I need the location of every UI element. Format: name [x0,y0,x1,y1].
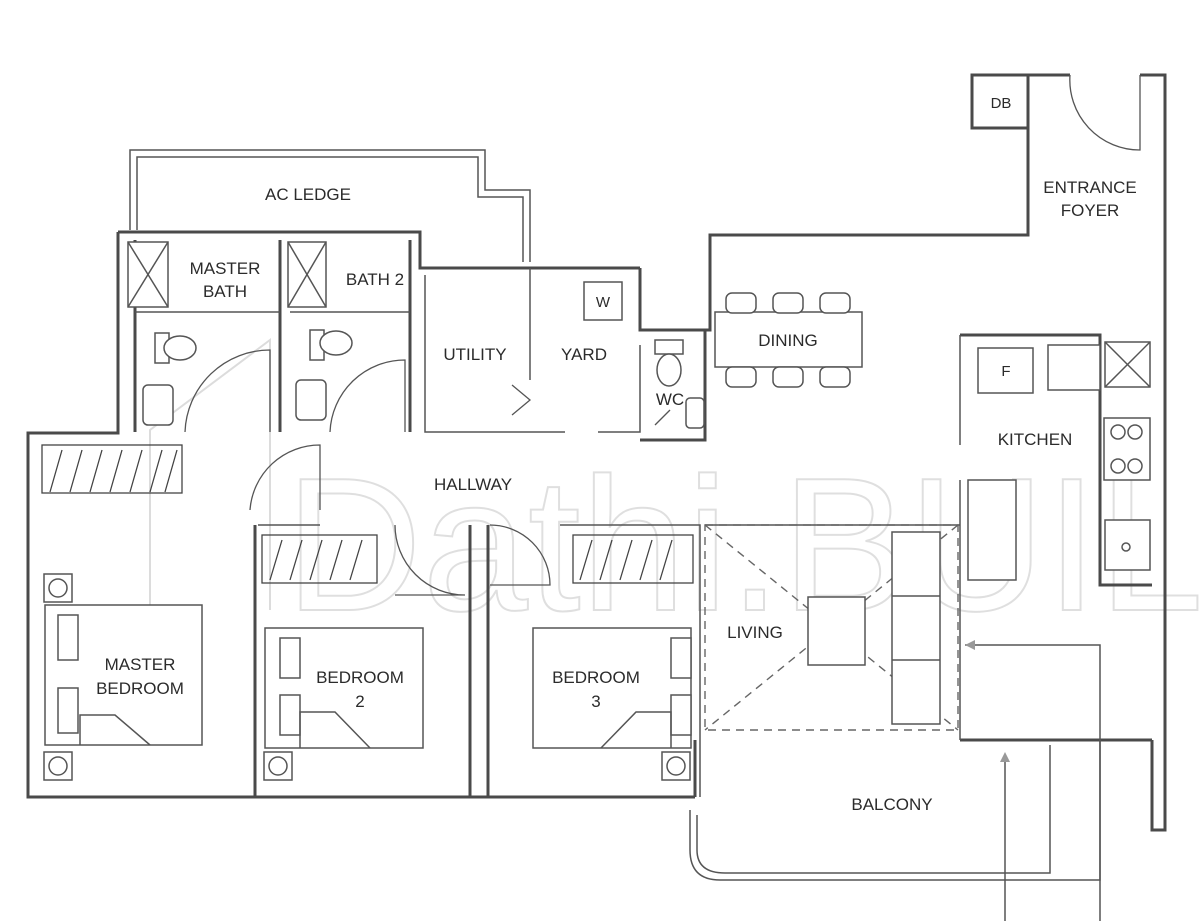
ac-ledge-outline [129,149,531,262]
outer-walls [26,73,1167,881]
bedroom3-label-line2: 3 [591,692,600,711]
living-label: LIVING [727,623,783,642]
balcony-label: BALCONY [851,795,932,814]
entrance-label-line1: ENTRANCE [1043,178,1137,197]
hallway-label: HALLWAY [434,475,512,494]
sanitary-fixtures [142,281,1151,571]
watermark: Dathi.BUILD [149,338,1200,652]
entrance-label-line2: FOYER [1061,201,1120,220]
bedroom3-label-line1: BEDROOM [552,668,640,687]
dining-set [714,292,863,388]
kitchen-label: KITCHEN [998,430,1073,449]
db-label: DB [991,95,1012,112]
kitchen-fixtures [967,344,1151,581]
watermark-text: Dathi.BUILD [285,439,1200,651]
dining-label: DINING [758,331,818,350]
living-furniture [807,531,941,725]
ac-ledge-label: AC LEDGE [265,185,351,204]
master-bath-label-line1: MASTER [190,259,261,278]
fridge-label: F [1001,363,1010,380]
beds [44,604,692,749]
bath2-label: BATH 2 [346,270,404,289]
utility-label: UTILITY [443,345,506,364]
master-bedroom-label-line1: MASTER [105,655,176,674]
master-bath-label-line2: BATH [203,282,247,301]
yard-label: YARD [561,345,607,364]
shower-stalls [127,241,1151,388]
wc-label: WC [656,390,684,409]
aircon-units [43,573,691,781]
annotation-lines [965,640,1101,921]
master-bedroom-label-line2: BEDROOM [96,679,184,698]
washer-label: W [596,294,611,311]
door-swings [184,74,1141,596]
bedroom2-label-line1: BEDROOM [316,668,404,687]
wardrobes [41,444,694,584]
bedroom2-label-line2: 2 [355,692,364,711]
room-labels: AC LEDGE MASTER BATH BATH 2 UTILITY YARD… [96,95,1137,814]
